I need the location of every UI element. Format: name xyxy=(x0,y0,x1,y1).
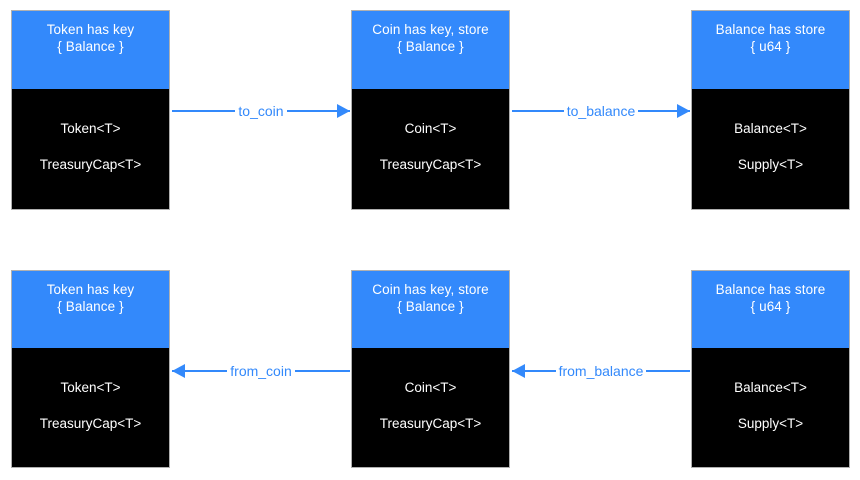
node-body-balance-top: Balance<T> Supply<T> xyxy=(692,89,849,209)
arrow-left-icon xyxy=(172,364,185,378)
node-body-balance-bottom: Balance<T> Supply<T> xyxy=(692,348,849,467)
node-field-coin-type: Coin<T> xyxy=(404,121,457,136)
node-field-token-type: Token<T> xyxy=(60,121,121,136)
node-header-token-bottom: Token has key { Balance } xyxy=(12,271,169,348)
arrow-right-icon xyxy=(337,104,350,118)
node-field-coin-treasurycap: TreasuryCap<T> xyxy=(379,157,482,172)
node-field-coin-type: Coin<T> xyxy=(404,380,457,395)
node-balance-top[interactable]: Balance has store { u64 } Balance<T> Sup… xyxy=(691,10,850,210)
node-field-token-treasurycap: TreasuryCap<T> xyxy=(39,157,142,172)
node-field-token-type: Token<T> xyxy=(60,380,121,395)
node-field-balance-supply: Supply<T> xyxy=(737,157,804,172)
node-header-balance-bottom: Balance has store { u64 } xyxy=(692,271,849,348)
node-header-balance-top: Balance has store { u64 } xyxy=(692,11,849,89)
node-header-token-top: Token has key { Balance } xyxy=(12,11,169,89)
edge-label-to-coin: to_coin xyxy=(235,102,287,120)
edge-label-from-balance: from_balance xyxy=(555,362,647,380)
node-field-balance-supply: Supply<T> xyxy=(737,416,804,431)
node-field-token-treasurycap: TreasuryCap<T> xyxy=(39,416,142,431)
node-field-coin-treasurycap: TreasuryCap<T> xyxy=(379,416,482,431)
edge-to-balance: to_balance xyxy=(512,98,690,124)
node-header-coin-top: Coin has key, store { Balance } xyxy=(352,11,509,89)
node-field-balance-type: Balance<T> xyxy=(734,380,807,395)
edge-from-coin: from_coin xyxy=(172,358,350,384)
node-coin-bottom[interactable]: Coin has key, store { Balance } Coin<T> … xyxy=(351,270,510,468)
arrow-left-icon xyxy=(512,364,525,378)
arrow-right-icon xyxy=(677,104,690,118)
edge-from-balance: from_balance xyxy=(512,358,690,384)
edge-label-from-coin: from_coin xyxy=(227,362,295,380)
node-token-bottom[interactable]: Token has key { Balance } Token<T> Treas… xyxy=(11,270,170,468)
node-body-token-top: Token<T> TreasuryCap<T> xyxy=(12,89,169,209)
node-balance-bottom[interactable]: Balance has store { u64 } Balance<T> Sup… xyxy=(691,270,850,468)
node-coin-top[interactable]: Coin has key, store { Balance } Coin<T> … xyxy=(351,10,510,210)
edge-to-coin: to_coin xyxy=(172,98,350,124)
node-body-coin-bottom: Coin<T> TreasuryCap<T> xyxy=(352,348,509,467)
node-token-top[interactable]: Token has key { Balance } Token<T> Treas… xyxy=(11,10,170,210)
node-body-token-bottom: Token<T> TreasuryCap<T> xyxy=(12,348,169,467)
node-body-coin-top: Coin<T> TreasuryCap<T> xyxy=(352,89,509,209)
node-field-balance-type: Balance<T> xyxy=(734,121,807,136)
edge-label-to-balance: to_balance xyxy=(563,102,639,120)
node-header-coin-bottom: Coin has key, store { Balance } xyxy=(352,271,509,348)
